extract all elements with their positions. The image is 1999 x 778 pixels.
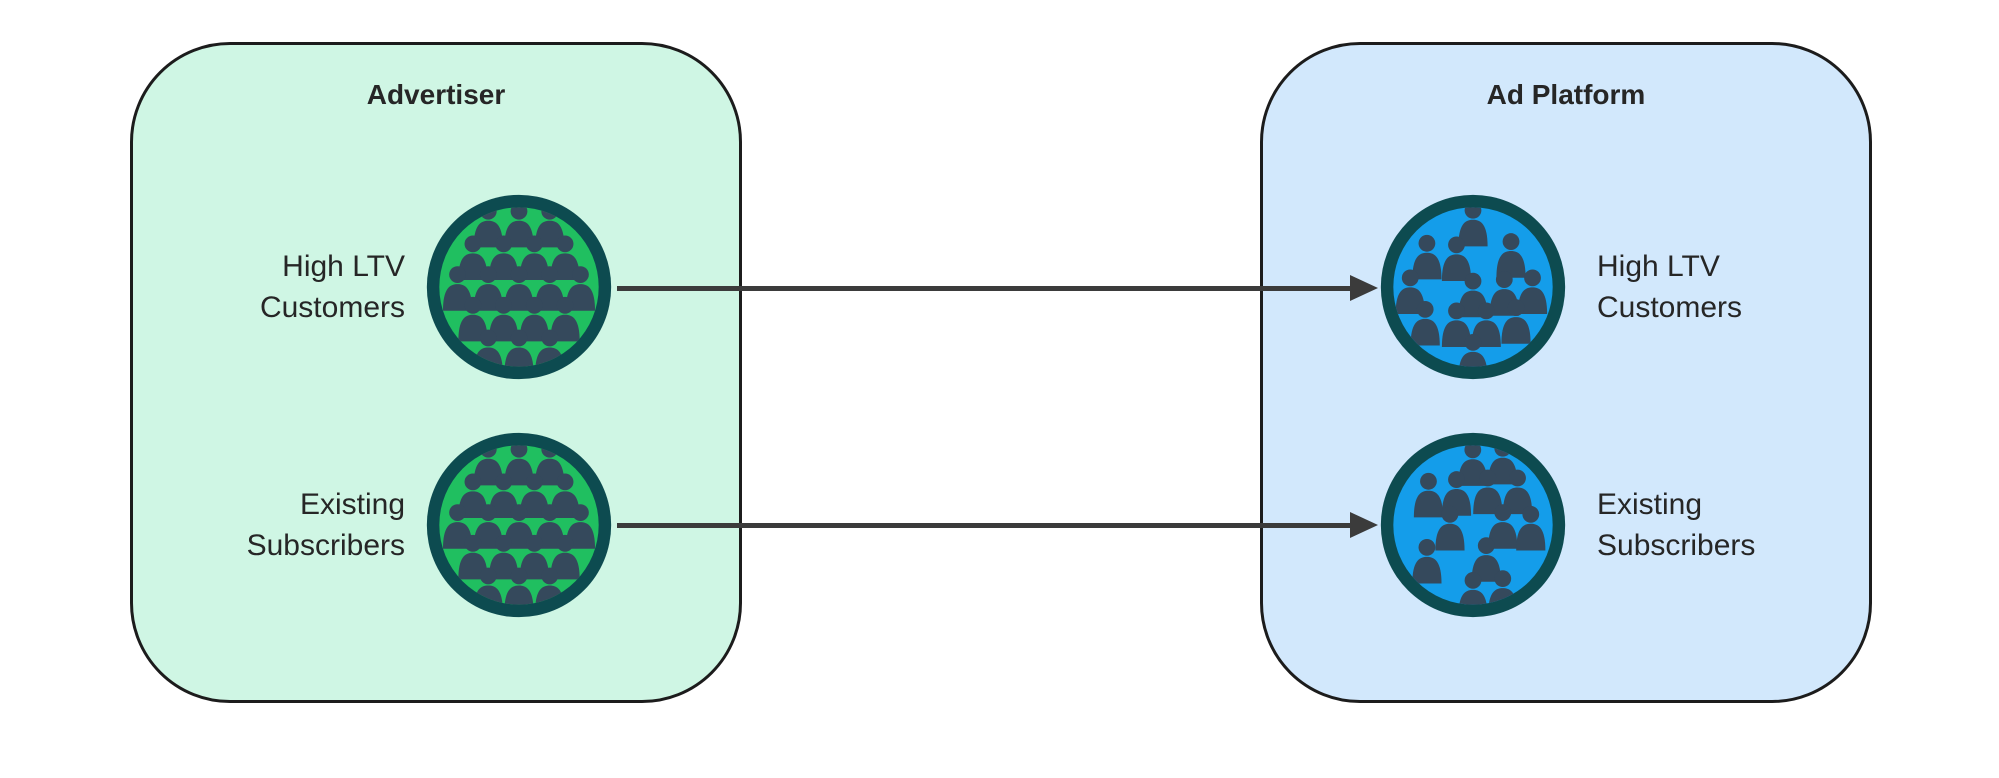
- arrow-head-icon: [1350, 275, 1378, 301]
- advertiser-box: Advertiser: [130, 42, 742, 703]
- advertiser-existing-subscribers-node: [423, 429, 615, 621]
- advertiser-high-ltv-label: High LTV Customers: [205, 191, 405, 383]
- advertiser-high-ltv-node: [423, 191, 615, 383]
- arrow-line: [617, 522, 1350, 528]
- existing-subscribers-arrow: [617, 512, 1378, 538]
- label-line: Customers: [1597, 291, 1743, 324]
- crowd-icon: [1380, 432, 1566, 618]
- advertiser-box-title: Advertiser: [366, 79, 506, 110]
- crowd-icon: [426, 432, 612, 618]
- label-line: Customers: [259, 291, 405, 324]
- ad-platform-high-ltv-label: High LTV Customers: [1597, 191, 1827, 383]
- crowd-icon: [1380, 194, 1566, 380]
- label-line: High LTV: [282, 250, 405, 283]
- ad-platform-box-title: Ad Platform: [1486, 79, 1646, 110]
- high-ltv-arrow: [617, 275, 1378, 301]
- label-line: Existing: [1597, 488, 1703, 521]
- ad-platform-high-ltv-node: [1377, 191, 1569, 383]
- arrow-head-icon: [1350, 512, 1378, 538]
- ad-platform-existing-subscribers-label: Existing Subscribers: [1597, 429, 1827, 621]
- label-line: Existing: [299, 488, 405, 521]
- label-line: Subscribers: [246, 529, 405, 562]
- arrow-line: [617, 285, 1350, 291]
- advertiser-existing-subscribers-label: Existing Subscribers: [205, 429, 405, 621]
- label-line: High LTV: [1597, 250, 1720, 283]
- crowd-icon: [426, 194, 612, 380]
- ad-platform-box: Ad Platform: [1260, 42, 1872, 703]
- label-line: Subscribers: [1597, 529, 1756, 562]
- ad-platform-existing-subscribers-node: [1377, 429, 1569, 621]
